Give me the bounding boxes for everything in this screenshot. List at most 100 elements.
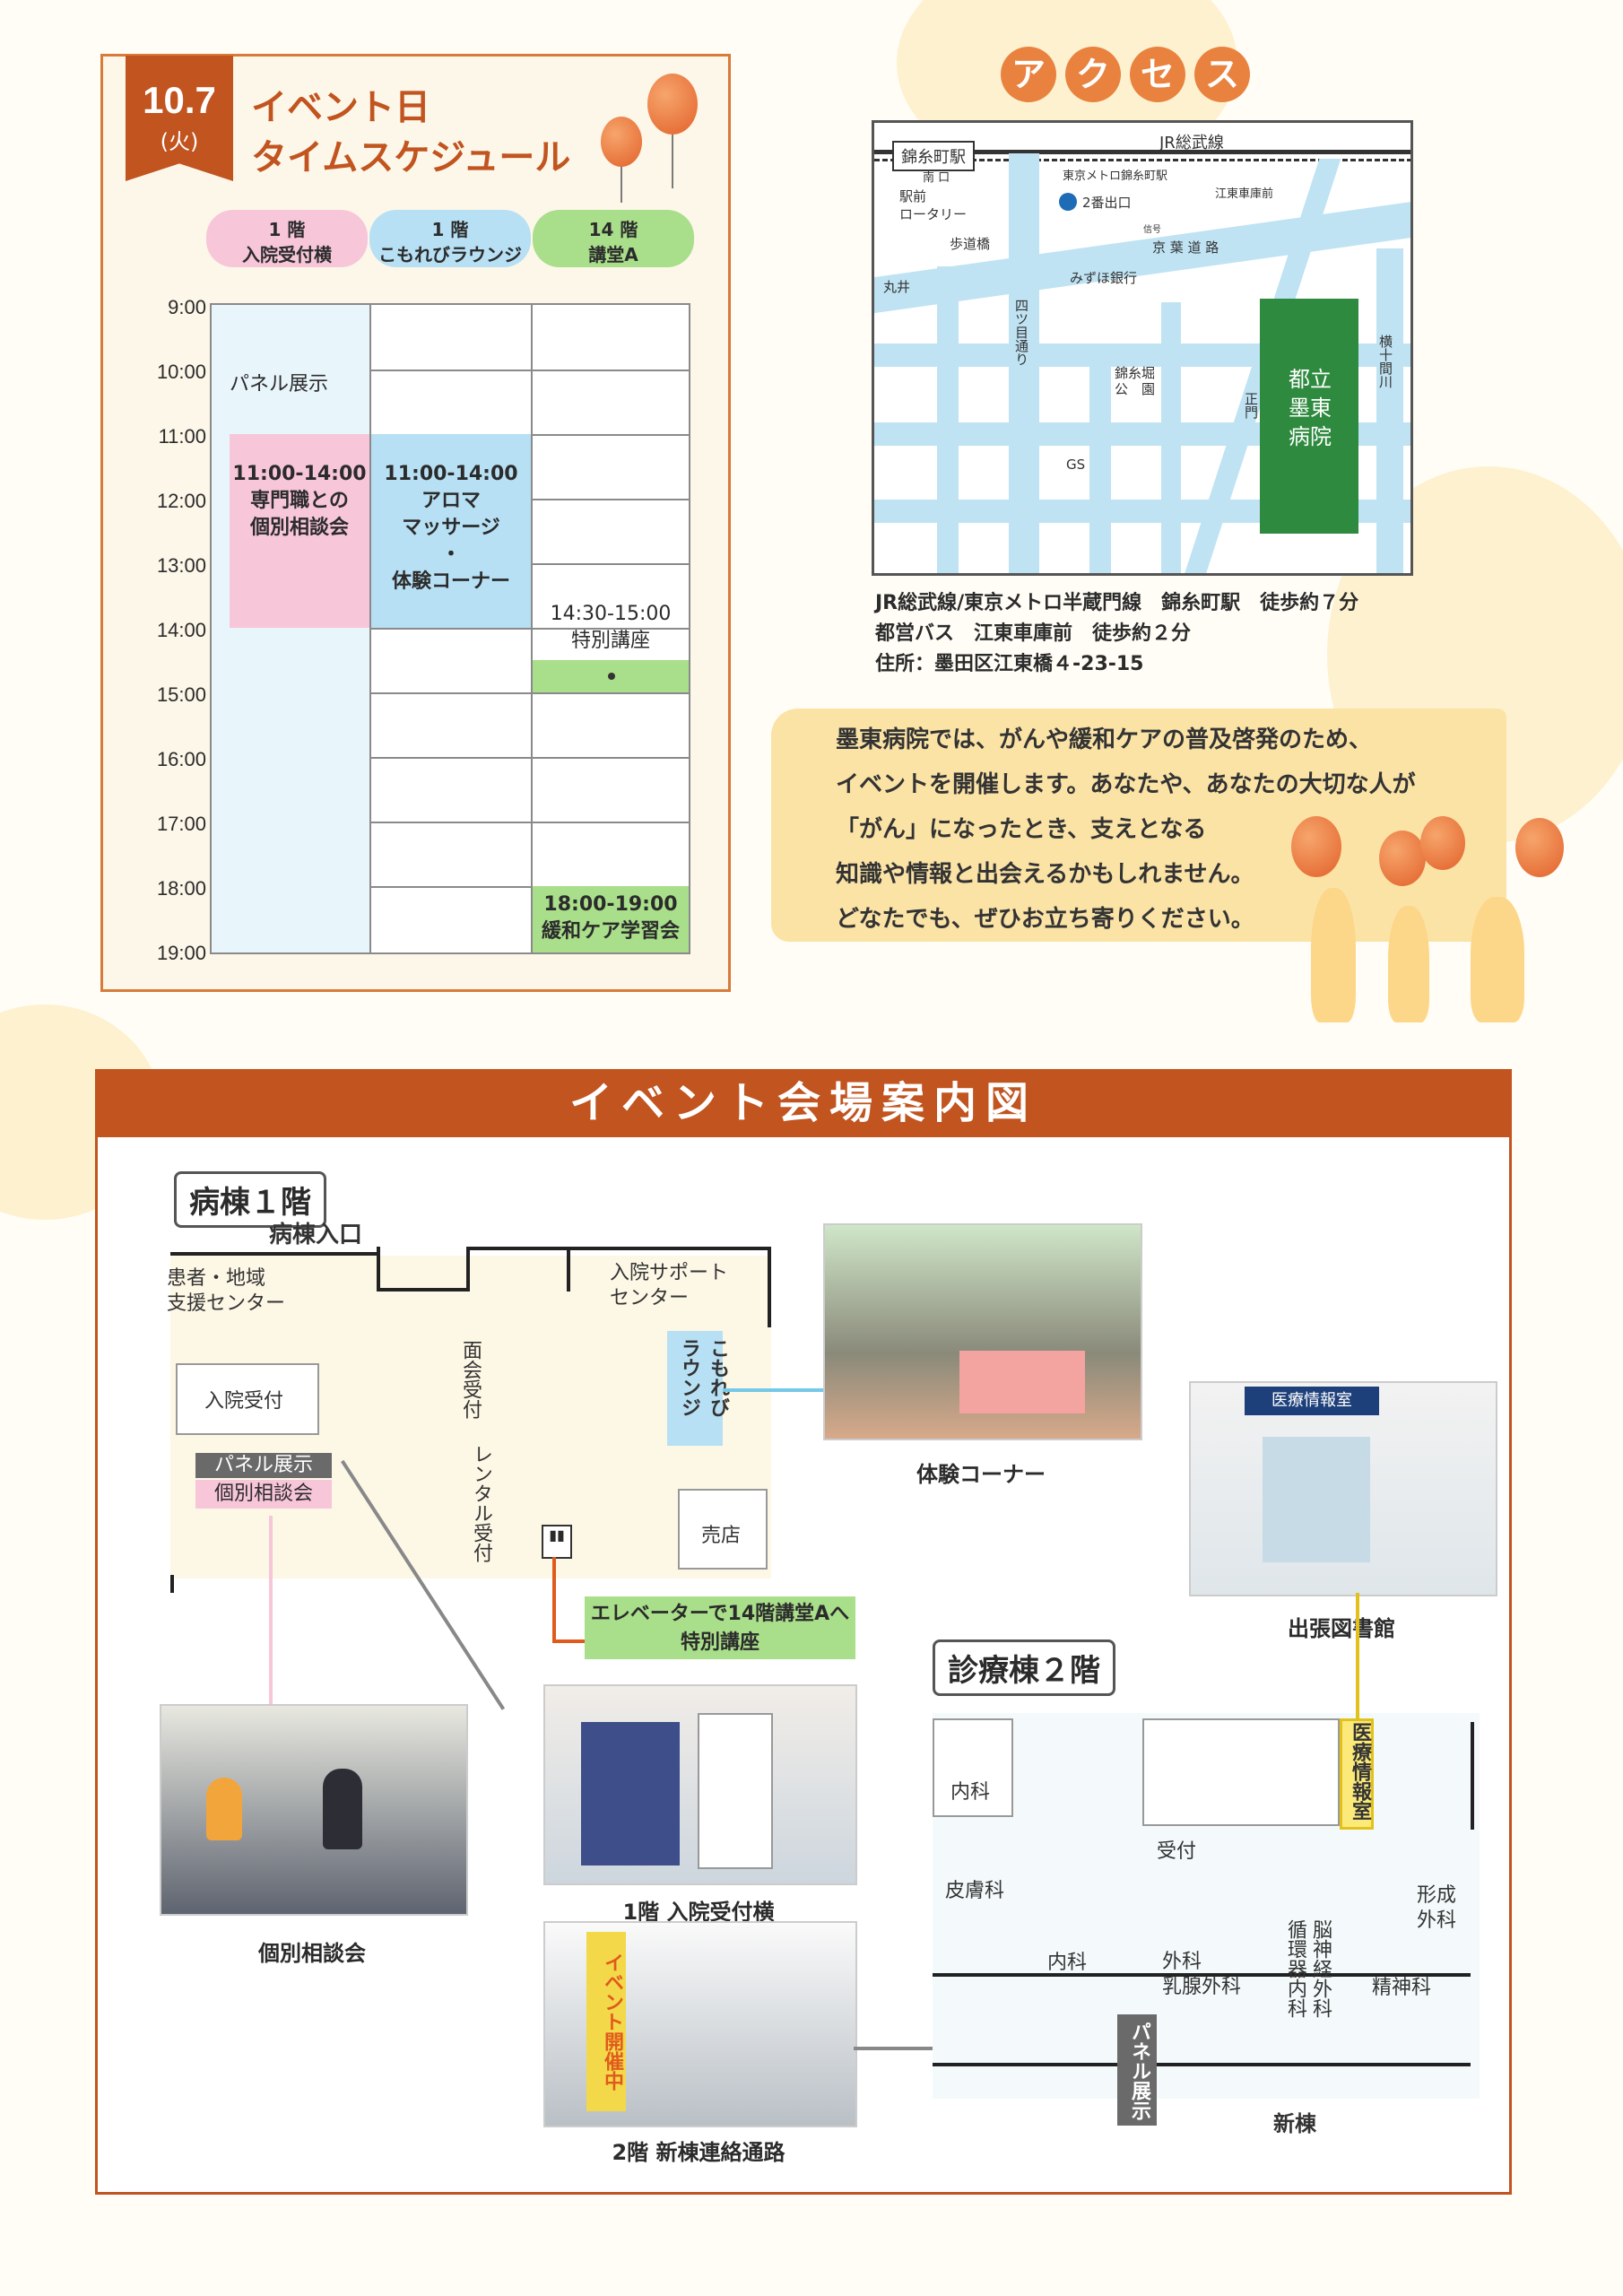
col-place: こもれびラウンジ (378, 244, 522, 265)
balloon-icon (1379, 831, 1426, 886)
event-time: 11:00-14:00 (384, 463, 518, 485)
message-line: どなたでも、ぜひお立ち寄りください。 (836, 906, 1254, 933)
elevator-arrow (552, 1557, 556, 1643)
grid-row-line (369, 628, 689, 630)
uketsuke-label: 受付 (1157, 1840, 1197, 1863)
hospital-block (1260, 299, 1358, 534)
grid-row-line (369, 370, 689, 371)
person-illustration (1471, 897, 1524, 1022)
grid-row-line (531, 563, 689, 565)
event-name: アロマ (421, 490, 481, 512)
new-wing-label: 新棟 (1273, 2111, 1316, 2136)
consult-photo (160, 1704, 468, 1916)
col-floor: 14 階 (588, 219, 638, 240)
junkan-label: 循環器内科 (1284, 1919, 1306, 2018)
message-line: 知識や情報と出会えるかもしれません。 (836, 861, 1254, 888)
person-illustration (1311, 888, 1356, 1022)
consult-tag: 個別相談会 (195, 1480, 332, 1509)
col-place: 講堂A (588, 244, 638, 265)
time-label: 18:00 (156, 877, 206, 900)
column-header-lounge: 1 階 こもれびラウンジ (369, 210, 531, 267)
rotary-label: 駅前 ロータリー (899, 188, 968, 222)
time-label: 14:00 (156, 619, 206, 641)
schedule-grid: パネル展示 11:00-14:00 専門職との 個別相談会 11:00-14:0… (210, 303, 690, 954)
access-heading-char: ク (1065, 47, 1121, 102)
library-sign: 医療情報室 (1245, 1387, 1379, 1415)
panel-exhibit-label: パネル展示 (230, 373, 329, 396)
geka-label: 外科 乳腺外科 (1162, 1951, 1242, 1998)
exit2-label: 2番出口 (1082, 195, 1132, 211)
elevator-note-line: 特別講座 (680, 1631, 759, 1654)
access-heading-char: ア (1001, 47, 1056, 102)
message-text: 墨東病院では、がんや緩和ケアの普及啓発のため、 イベントを開催します。あなたや、… (836, 718, 1416, 942)
lecture-bar (533, 660, 689, 692)
lounge-block (667, 1331, 723, 1446)
event-time: 14:30-15:00 (550, 603, 672, 625)
admission-photo (543, 1684, 857, 1885)
time-label: 15:00 (156, 683, 206, 706)
col-floor: 1 階 (268, 219, 306, 240)
river-label: 横十間川 (1377, 335, 1393, 388)
column-header-admission: 1 階 入院受付横 (206, 210, 368, 267)
time-label: 10:00 (156, 361, 206, 383)
info-room-block (1340, 1718, 1374, 1830)
panel-exhibit-bar (212, 305, 369, 952)
admission-label: 入院受付 (204, 1390, 284, 1413)
time-label: 9:00 (168, 296, 206, 318)
event-name: 緩和ケア学習会 (541, 920, 680, 943)
support-center-label: 入院サポート センター (610, 1262, 729, 1309)
reception-area (1142, 1718, 1340, 1826)
col-floor: 1 階 (431, 219, 469, 240)
person-illustration (1388, 906, 1429, 1022)
consult-event: 11:00-14:00 専門職との 個別相談会 (230, 434, 369, 628)
col-place: 入院受付横 (242, 244, 332, 265)
park-label: 錦糸堀 公 園 (1115, 365, 1156, 397)
rental-desk-label: レンタル受付 (470, 1444, 492, 1562)
lecture-event: 14:30-15:00 特別講座 (533, 601, 689, 655)
station-label: 錦糸町駅 (892, 141, 975, 171)
schedule-title-line2: タイムスケジュール (251, 137, 571, 178)
event-date: 10.7 (143, 79, 216, 121)
patient-center-label: 患者・地域 支援センター (167, 1267, 286, 1315)
event-time: 11:00-14:00 (232, 463, 367, 485)
keisei-label: 形成 外科 (1417, 1884, 1457, 1932)
admission-room (176, 1363, 319, 1435)
grid-row-line (369, 886, 689, 888)
event-name: 体験コーナー (391, 570, 510, 593)
event-time: 18:00-19:00 (543, 893, 678, 916)
lounge-label: こもれび ラウンジ (678, 1338, 729, 1417)
elevator-icon: ▮▮ (542, 1525, 572, 1559)
balloon-icon (1291, 816, 1341, 877)
south-exit-label: 南 口 (923, 171, 950, 185)
library-caption: 出張図書館 (1288, 1616, 1395, 1641)
experience-caption: 体験コーナー (916, 1462, 1046, 1487)
event-weekday: (火) (160, 129, 199, 154)
access-map: 都立 墨東 病院 正門 横十間川 錦糸町駅 南 口 JR総武線 東京メトロ錦糸町… (872, 120, 1413, 576)
corridor-caption: 2階 新棟連絡通路 (612, 2140, 785, 2165)
yotsume-label: 四ツ目通り (1013, 299, 1029, 366)
metro-label: 東京メトロ錦糸町駅 (1063, 170, 1168, 183)
event-name: ・ (440, 544, 461, 566)
jr-label: JR総武線 (1159, 134, 1224, 152)
admission-caption: 1階 入院受付横 (622, 1900, 775, 1925)
footbridge-label: 歩道橋 (950, 236, 991, 252)
hospital-label: 都立 墨東 病院 (1289, 367, 1332, 449)
access-line: 住所：墨田区江東橋４-23-15 (875, 653, 1144, 675)
floor1-tag: 病棟１階 (174, 1171, 326, 1228)
access-line: JR総武線/東京メトロ半蔵門線 錦糸町駅 徒歩約７分 (875, 592, 1359, 614)
time-label: 19:00 (156, 942, 206, 964)
time-label: 13:00 (156, 554, 206, 577)
event-name: 特別講座 (570, 630, 650, 652)
shop-label: 売店 (701, 1525, 742, 1547)
info-room-label: 医療情報室 (1349, 1722, 1371, 1821)
message-line: イベントを開催します。あなたや、あなたの大切な人が (836, 771, 1416, 798)
grid-row-line (369, 757, 689, 759)
signal-label: 信号 (1143, 225, 1161, 235)
event-name: マッサージ (402, 517, 500, 539)
message-line: 墨東病院では、がんや緩和ケアの普及啓発のため、 (836, 726, 1373, 753)
time-label: 16:00 (156, 748, 206, 770)
elevator-note: エレベーターで14階講堂Aへ 特別講座 (585, 1596, 855, 1659)
access-heading-char: ス (1194, 47, 1250, 102)
naika-label: 内科 (950, 1781, 991, 1804)
hifu-label: 皮膚科 (945, 1880, 1005, 1902)
